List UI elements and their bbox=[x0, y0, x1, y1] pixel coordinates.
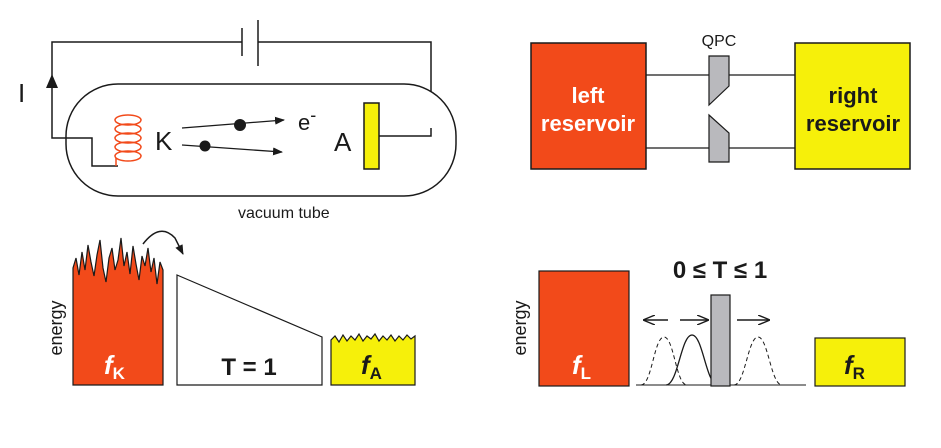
qpc-label: QPC bbox=[702, 33, 737, 50]
cathode-label: K bbox=[155, 126, 173, 156]
fk-subscript: K bbox=[113, 364, 126, 383]
fr-symbol: f bbox=[844, 350, 855, 380]
current-arrow-icon bbox=[46, 74, 58, 88]
wave-packet-dashed-right bbox=[733, 336, 783, 386]
electron-label: e- bbox=[298, 105, 316, 135]
tube-label: vacuum tube bbox=[238, 205, 330, 222]
vacuum-energy-diagram: energy fK T = 1 fA bbox=[46, 230, 416, 386]
anode-distribution-fill bbox=[330, 332, 416, 386]
transmission-barrier bbox=[176, 274, 323, 386]
left-reservoir bbox=[530, 42, 647, 170]
current-label: I bbox=[18, 78, 25, 108]
filament-coil-icon bbox=[114, 114, 142, 166]
energy-axis-label: energy bbox=[46, 300, 66, 355]
electron-icon bbox=[199, 140, 211, 152]
electron-icon bbox=[234, 119, 246, 131]
electron-path-upper bbox=[181, 116, 285, 129]
qpc-gate-top bbox=[708, 55, 730, 107]
transmission-range-label: 0 ≤ T ≤ 1 bbox=[673, 257, 767, 284]
fk-label: fK bbox=[104, 350, 126, 383]
cathode-lead bbox=[51, 128, 118, 167]
fa-symbol: f bbox=[361, 350, 372, 380]
vacuum-tube-envelope bbox=[65, 83, 457, 197]
right-fermi-sea bbox=[814, 337, 906, 387]
anode-plate bbox=[363, 102, 380, 170]
anode-label: A bbox=[334, 127, 352, 157]
left-reservoir-label-line1: left bbox=[572, 83, 606, 108]
fl-subscript: L bbox=[581, 364, 591, 383]
left-fermi-sea bbox=[538, 270, 630, 387]
qpc-circuit: left reservoir right reservoir QPC bbox=[530, 33, 911, 170]
fl-label: fL bbox=[572, 350, 591, 383]
transmission-label: T = 1 bbox=[221, 354, 276, 381]
vacuum-tube-circuit: I K e- A vacuum tube bbox=[18, 20, 457, 222]
right-reservoir bbox=[794, 42, 911, 170]
right-reservoir-label-line1: right bbox=[829, 83, 879, 108]
right-reservoir-label-line2: reservoir bbox=[806, 111, 901, 136]
fa-subscript: A bbox=[370, 364, 382, 383]
fl-symbol: f bbox=[572, 350, 583, 380]
fr-label: fR bbox=[844, 350, 865, 383]
wave-packet-dashed-left bbox=[640, 336, 688, 386]
wave-packet-solid bbox=[665, 334, 719, 386]
fa-label: fA bbox=[361, 350, 382, 383]
anode-lead bbox=[379, 128, 432, 137]
cathode-distribution-fill bbox=[72, 237, 164, 386]
qpc-barrier bbox=[710, 294, 731, 387]
electron-charge: - bbox=[310, 105, 316, 125]
emission-arrow-icon bbox=[142, 230, 184, 255]
qpc-gate-bottom bbox=[708, 113, 730, 163]
electron-symbol: e bbox=[298, 110, 310, 135]
electron-path-lower bbox=[181, 144, 283, 156]
energy-axis-label: energy bbox=[510, 300, 530, 355]
qpc-energy-diagram: energy fL fR 0 ≤ T ≤ 1 bbox=[510, 257, 906, 387]
left-reservoir-label-line2: reservoir bbox=[541, 111, 636, 136]
fk-symbol: f bbox=[104, 350, 115, 380]
fr-subscript: R bbox=[853, 364, 865, 383]
